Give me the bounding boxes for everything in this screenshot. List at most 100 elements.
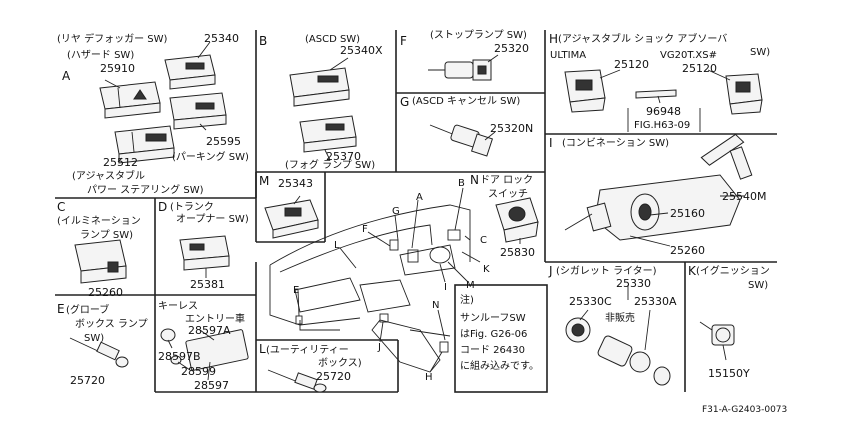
section-h-title: (アジャスタブル ショック アブソーバ (558, 32, 727, 45)
part-25910: 25910 (100, 62, 135, 75)
section-j-title: (シガレット ライター) (556, 265, 657, 277)
section-a-title-1: (リヤ デフォッガー SW) (57, 32, 167, 45)
part-25330: 25330 (616, 277, 651, 290)
part-25260-i: 25260 (670, 244, 705, 257)
section-g-letter: G (400, 95, 409, 109)
ignition-switch (699, 321, 735, 361)
part-25343: 25343 (278, 177, 313, 190)
power-steering-label-2: パワー ステアリング SW) (87, 183, 204, 196)
parking-switch (169, 92, 227, 130)
glove-box-lamp-switch (69, 337, 129, 368)
part-25120-a: 25120 (614, 58, 649, 71)
part-25330c: 25330C (569, 295, 612, 308)
part-25120-b: 25120 (682, 62, 717, 75)
utility-box-switch (267, 369, 327, 393)
section-j-letter: J (548, 264, 553, 278)
section-b-switches (289, 57, 357, 161)
section-e-title-2: ボックス ランプ (75, 318, 148, 330)
part-96948: 96948 (646, 105, 681, 118)
combination-switch (564, 133, 753, 247)
part-25160: 25160 (670, 207, 705, 220)
callout-m: M (466, 280, 475, 291)
ascd-cancel-switch (429, 124, 496, 157)
section-a-switches (99, 41, 227, 164)
part-25595: 25595 (206, 135, 241, 148)
note-line-4: コード 26430 (460, 345, 525, 356)
section-i-title: (コンビネーション SW) (562, 137, 669, 149)
section-i-letter: I (549, 136, 553, 150)
section-l-title-2: ボックス) (318, 357, 362, 369)
section-k-title-1: (イグニッション (696, 264, 770, 277)
part-28597: 28597 (194, 379, 229, 392)
section-a-letter: A (62, 69, 71, 83)
fig-reference: FIG.H63-09 (634, 120, 690, 131)
not-sold-label: 非販売 (605, 311, 635, 324)
door-lock-switch (495, 197, 539, 244)
keyless-title-1: キーレス (158, 301, 198, 312)
section-e-title-3: SW) (84, 333, 104, 344)
callout-e: E (293, 285, 299, 296)
note-line-3: はFig. G26-06 (460, 328, 527, 340)
stop-lamp-switch (428, 54, 499, 81)
section-e-letter: E (57, 302, 65, 316)
shock-absorber-switches (564, 69, 763, 132)
section-g-title: (ASCD キャンセル SW) (412, 95, 520, 107)
illumination-lamp-switch (74, 239, 127, 284)
part-25540m: 25540M (722, 190, 766, 203)
part-25720-e: 25720 (70, 374, 105, 387)
part-25370: 25370 (326, 150, 361, 163)
power-steering-label-1: (アジャスタブル (72, 169, 145, 182)
callout-a: A (416, 192, 423, 203)
section-c-title-1: (イルミネーション (57, 215, 141, 227)
part-28597b: 28597B (158, 350, 201, 363)
part-15150y: 15150Y (708, 367, 750, 380)
switch-m (264, 195, 319, 239)
note-box (454, 284, 548, 393)
callout-c: C (480, 235, 487, 246)
note-line-2: サンルーフSW (460, 312, 526, 324)
part-25260-c: 25260 (88, 286, 123, 299)
callout-l: L (334, 240, 340, 251)
section-k-letter: K (688, 264, 697, 278)
figure-code: F31-A-G2403-0073 (702, 405, 787, 415)
section-frames (55, 30, 777, 393)
variant-ultima: ULTIMA (550, 50, 586, 61)
trunk-opener-switch (179, 235, 230, 278)
callout-n: N (432, 300, 439, 311)
section-d-title-1: (トランク (170, 201, 214, 213)
callout-b: B (458, 178, 465, 189)
cigarette-lighter (565, 285, 671, 386)
section-f-title: (ストップランプ SW) (430, 29, 527, 41)
note-line-1: 注) (460, 293, 474, 306)
variant-vg20t: VG20T.XS# (660, 50, 717, 61)
part-25381: 25381 (190, 278, 225, 291)
section-c-title-2: ランプ SW) (80, 229, 133, 241)
section-b-letter: B (259, 34, 267, 48)
section-c-letter: C (57, 200, 65, 214)
callout-j: J (377, 342, 381, 353)
part-28597a: 28597A (188, 324, 231, 337)
section-n-title-1: ドア ロック (480, 174, 533, 186)
section-h-letter: H (549, 32, 558, 46)
part-25720-l: 25720 (316, 370, 351, 383)
hazard-triangle-icon (133, 89, 147, 100)
note-line-5: に組み込みです。 (460, 359, 539, 372)
part-25320n: 25320N (490, 122, 533, 135)
callout-k: K (483, 264, 490, 275)
section-l-letter: L (259, 342, 266, 356)
parking-sw-label: (パーキング SW) (172, 150, 249, 163)
callout-h: H (425, 372, 433, 383)
section-k-title-2: SW) (748, 280, 768, 291)
part-25330a: 25330A (634, 295, 677, 308)
keyless-title-2: エントリー車 (185, 312, 245, 325)
fog-lamp-label: (フォグ ランプ SW) (285, 158, 375, 171)
keyless-entry-parts (160, 328, 249, 381)
section-m-letter: M (259, 174, 269, 188)
section-n-title-2: スイッチ (488, 188, 528, 200)
callout-f: F (362, 224, 368, 235)
part-25512: 25512 (103, 156, 138, 169)
part-25320: 25320 (494, 42, 529, 55)
section-e-title-1: (グローブ (66, 303, 109, 316)
callout-g: G (392, 206, 400, 217)
